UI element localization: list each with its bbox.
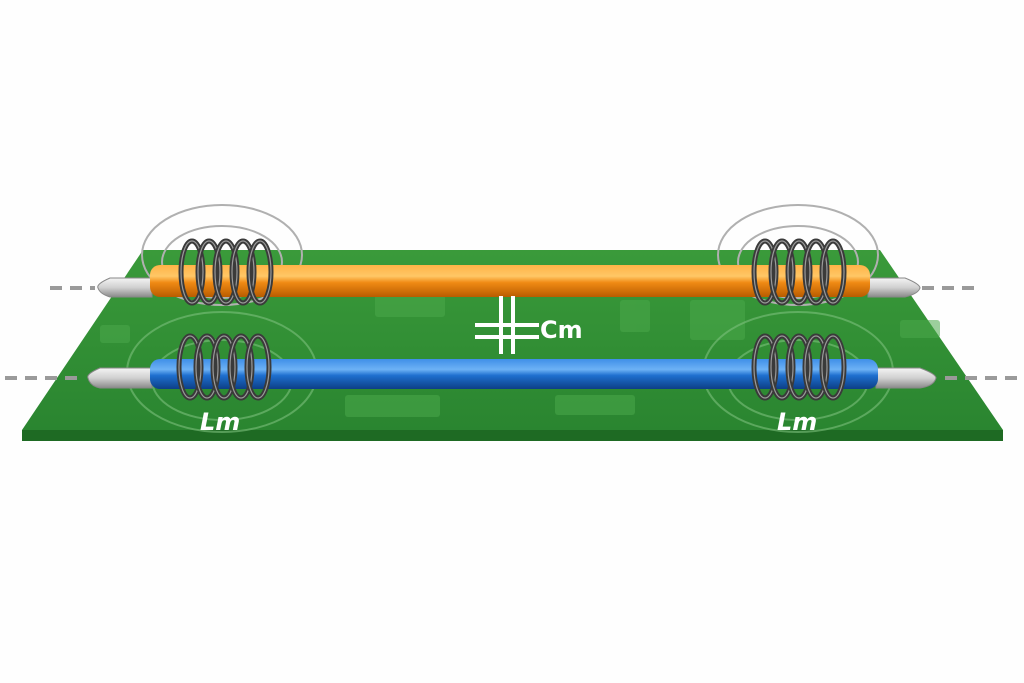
coil-blue-right	[751, 333, 847, 401]
coil-blue-left	[176, 333, 272, 401]
victim-trace-blue	[150, 359, 878, 389]
coil-orange-right	[751, 238, 847, 306]
coil-orange-left	[178, 238, 274, 306]
aggressor-trace-orange	[150, 265, 870, 297]
coil-turn-highlight	[180, 240, 204, 304]
coil-turn-highlight	[753, 240, 777, 304]
coil-turn-highlight	[197, 240, 221, 304]
coil-turn-highlight	[821, 335, 845, 399]
pin-orange-left	[97, 277, 153, 298]
coil-turn-highlight	[178, 335, 202, 399]
pin-blue-left	[87, 367, 153, 389]
coil-turn-highlight	[787, 335, 811, 399]
pin-blue-right	[875, 367, 937, 389]
coil-turn-highlight	[770, 240, 794, 304]
coil-turn-highlight	[248, 240, 272, 304]
coil-turn-highlight	[195, 335, 219, 399]
coil-turn-highlight	[821, 240, 845, 304]
inductor-coils	[176, 238, 847, 401]
coil-turn-highlight	[787, 240, 811, 304]
coil-turn-highlight	[246, 335, 270, 399]
coil-turn-highlight	[214, 240, 238, 304]
coil-turn-highlight	[770, 335, 794, 399]
pin-orange-right	[867, 277, 921, 298]
coil-turn-highlight	[229, 335, 253, 399]
coil-turn-highlight	[804, 335, 828, 399]
coil-turn-highlight	[231, 240, 255, 304]
mutual-inductance-label-left: Lm	[200, 408, 240, 436]
capacitor-symbol-icon	[475, 296, 539, 354]
coil-turn-highlight	[804, 240, 828, 304]
mutual-inductance-label-right: Lm	[777, 408, 817, 436]
dashed-leads	[5, 286, 1022, 380]
pins	[87, 277, 937, 389]
mutual-capacitance-label: Cm	[540, 316, 583, 344]
coil-turn-highlight	[212, 335, 236, 399]
coil-turn-highlight	[753, 335, 777, 399]
